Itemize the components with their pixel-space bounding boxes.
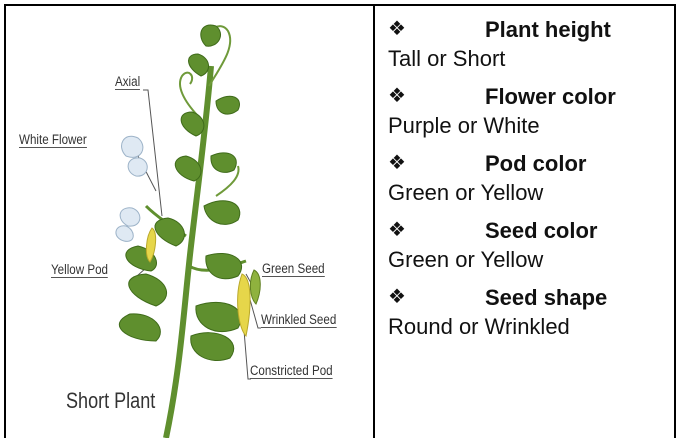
trait-item: ❖ Pod color Green or Yellow [388,148,676,215]
trait-value: Purple or White [388,112,676,148]
trait-value: Green or Yellow [388,246,676,282]
table-column-divider [373,4,375,438]
diamond-bullet-icon: ❖ [388,215,406,246]
label-wrinkled-seed: Wrinkled Seed [261,312,336,328]
trait-title: Pod color [485,148,586,179]
label-yellow-pod: Yellow Pod [51,262,108,278]
diamond-bullet-icon: ❖ [388,81,406,112]
trait-title: Seed shape [485,282,607,313]
trait-item: ❖ Seed shape Round or Wrinkled [388,282,676,349]
trait-title: Plant height [485,14,611,45]
diamond-bullet-icon: ❖ [388,282,406,313]
label-white-flower: White Flower [19,132,87,148]
traits-list: ❖ Plant height Tall or Short ❖ Flower co… [388,14,676,349]
pea-plant-figure: Axial White Flower Yellow Pod Green Seed… [6,6,373,438]
trait-title: Seed color [485,215,597,246]
label-axial: Axial [115,74,140,90]
figure-caption: Short Plant [66,388,155,414]
trait-value: Green or Yellow [388,179,676,215]
trait-item: ❖ Plant height Tall or Short [388,14,676,81]
diamond-bullet-icon: ❖ [388,148,406,179]
trait-item: ❖ Flower color Purple or White [388,81,676,148]
white-flower [116,136,147,241]
trait-item: ❖ Seed color Green or Yellow [388,215,676,282]
trait-value: Round or Wrinkled [388,313,676,349]
label-green-seed: Green Seed [262,261,325,277]
trait-value: Tall or Short [388,45,676,81]
trait-title: Flower color [485,81,616,112]
diamond-bullet-icon: ❖ [388,14,406,45]
label-constricted-pod: Constricted Pod [250,363,333,379]
